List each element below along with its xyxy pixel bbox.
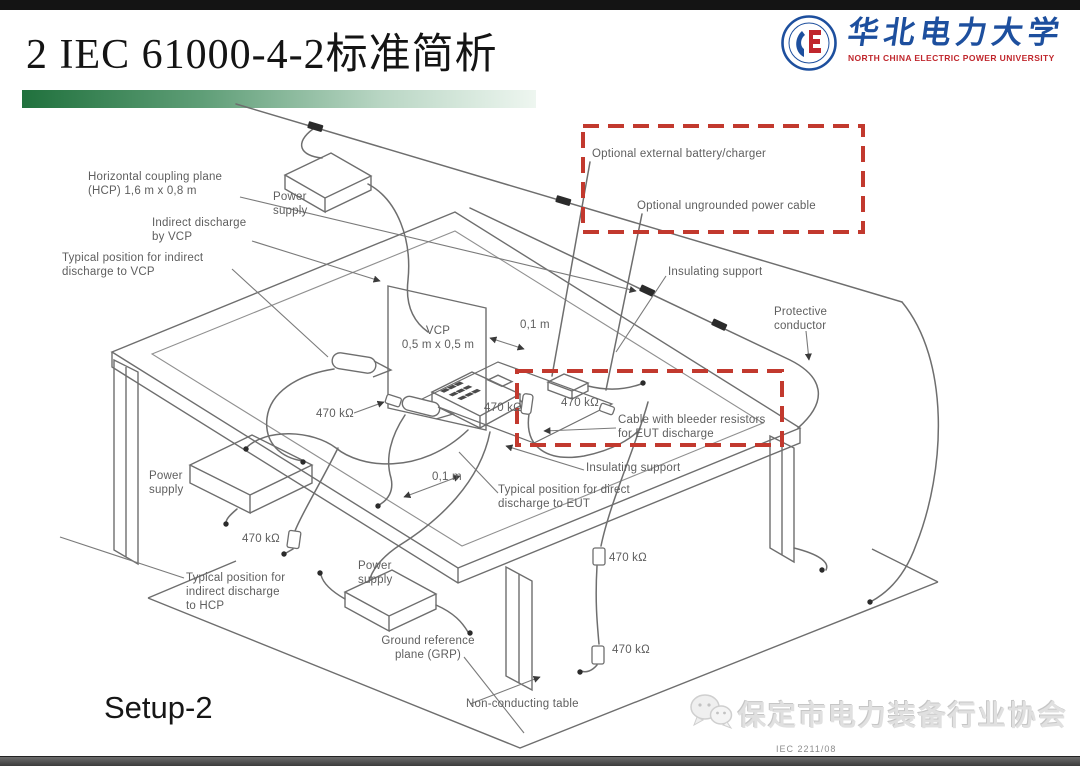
ground-reference-plane	[147, 548, 939, 749]
bleed-cable-right	[580, 401, 649, 673]
label-power-supply-bottom: Power supply	[358, 560, 393, 587]
label-dim-top: 0,1 m	[520, 319, 550, 331]
eut-display	[486, 374, 514, 388]
power-cable-run	[469, 207, 820, 429]
label-resistor-5: 470 kΩ	[609, 552, 647, 564]
bleeder-cable-highlight-box	[515, 369, 784, 447]
label-insulating-support-top: Insulating support	[668, 266, 763, 278]
table-structure	[110, 152, 939, 749]
label-insulating-support-bottom: Insulating support	[586, 462, 681, 474]
label-power-supply-top: Power supply	[273, 191, 308, 218]
label-typical-position-vcp: Typical position for indirect discharge …	[62, 252, 204, 279]
esd-gun-eut	[401, 395, 441, 417]
label-indirect-discharge-vcp: Indirect discharge by VCP	[152, 217, 247, 244]
label-typical-position-eut: Typical position for direct discharge to…	[498, 484, 630, 511]
figure-reference: IEC 2211/08	[776, 744, 837, 754]
gun-eut-cable	[378, 414, 406, 506]
eut-bleeder-loop	[527, 413, 641, 458]
label-optional-battery: Optional external battery/charger	[592, 148, 767, 160]
label-dim-bottom: 0,1 m	[432, 471, 462, 483]
leader-lines	[59, 196, 812, 734]
highlight-boxes	[515, 124, 865, 447]
hcp-plane	[150, 230, 765, 547]
vcp-plane	[387, 285, 487, 431]
eut-keys	[440, 381, 481, 401]
label-typical-position-hcp: Typical position for indirect discharge …	[186, 572, 286, 613]
eut-box	[430, 371, 522, 430]
table-leg-left	[113, 358, 139, 566]
title-underline-bar	[22, 90, 536, 108]
page-title: 2 IEC 61000-4-2标准简析	[26, 32, 498, 78]
cable-clamps	[307, 121, 728, 331]
university-name-en: NORTH CHINA ELECTRIC POWER UNIVERSITY	[848, 53, 1055, 64]
power-supply-left-box	[188, 434, 314, 515]
gun-vcp-cable	[266, 368, 335, 462]
label-protective-conductor: Protective conductor	[774, 306, 828, 333]
university-emblem-icon	[780, 14, 838, 77]
esd-guns	[331, 352, 455, 420]
bleeder-resistors	[286, 393, 616, 665]
optional-items-highlight-box	[581, 124, 865, 234]
esd-gun-vcp	[331, 352, 377, 374]
label-grp: Ground reference plane (GRP)	[381, 635, 475, 662]
bleed-cable-left	[285, 447, 339, 554]
table-leg-front	[505, 565, 533, 692]
label-power-supply-left: Power supply	[149, 470, 184, 497]
bottom-border-bar	[0, 756, 1080, 766]
label-resistor-3: 470 kΩ	[561, 397, 599, 409]
university-logo: 华北电力大学 NORTH CHINA ELECTRIC POWER UNIVER…	[780, 14, 1066, 77]
label-vcp: VCP 0,5 m x 0,5 m	[401, 325, 475, 352]
power-supply-top-box	[283, 152, 373, 214]
table-leg-right	[769, 434, 795, 564]
top-border-bar	[0, 0, 1080, 10]
table-edge	[111, 352, 801, 584]
watermark: 保定市电力装备行业协会	[688, 692, 1068, 735]
insulating-pad	[418, 361, 614, 444]
watermark-text: 保定市电力装备行业协会	[738, 699, 1069, 731]
setup-label: Setup-2	[104, 690, 213, 725]
label-resistor-6: 470 kΩ	[612, 644, 650, 656]
label-non-conducting-table: Non-conducting table	[466, 698, 579, 710]
protective-conductor-cable	[871, 301, 940, 602]
label-optional-power-cable: Optional ungrounded power cable	[637, 200, 816, 212]
label-cable-bleeder: Cable with bleeder resistors for EUT dis…	[618, 414, 766, 441]
cable-end-dots	[223, 380, 873, 675]
optional-cable-drop	[605, 213, 643, 391]
label-resistor-2: 470 kΩ	[484, 402, 522, 414]
label-resistor-4: 470 kΩ	[242, 533, 280, 545]
wechat-icon	[688, 692, 734, 735]
label-hcp: Horizontal coupling plane (HCP) 1,6 m x …	[88, 171, 223, 198]
label-resistor-1: 470 kΩ	[316, 408, 354, 420]
